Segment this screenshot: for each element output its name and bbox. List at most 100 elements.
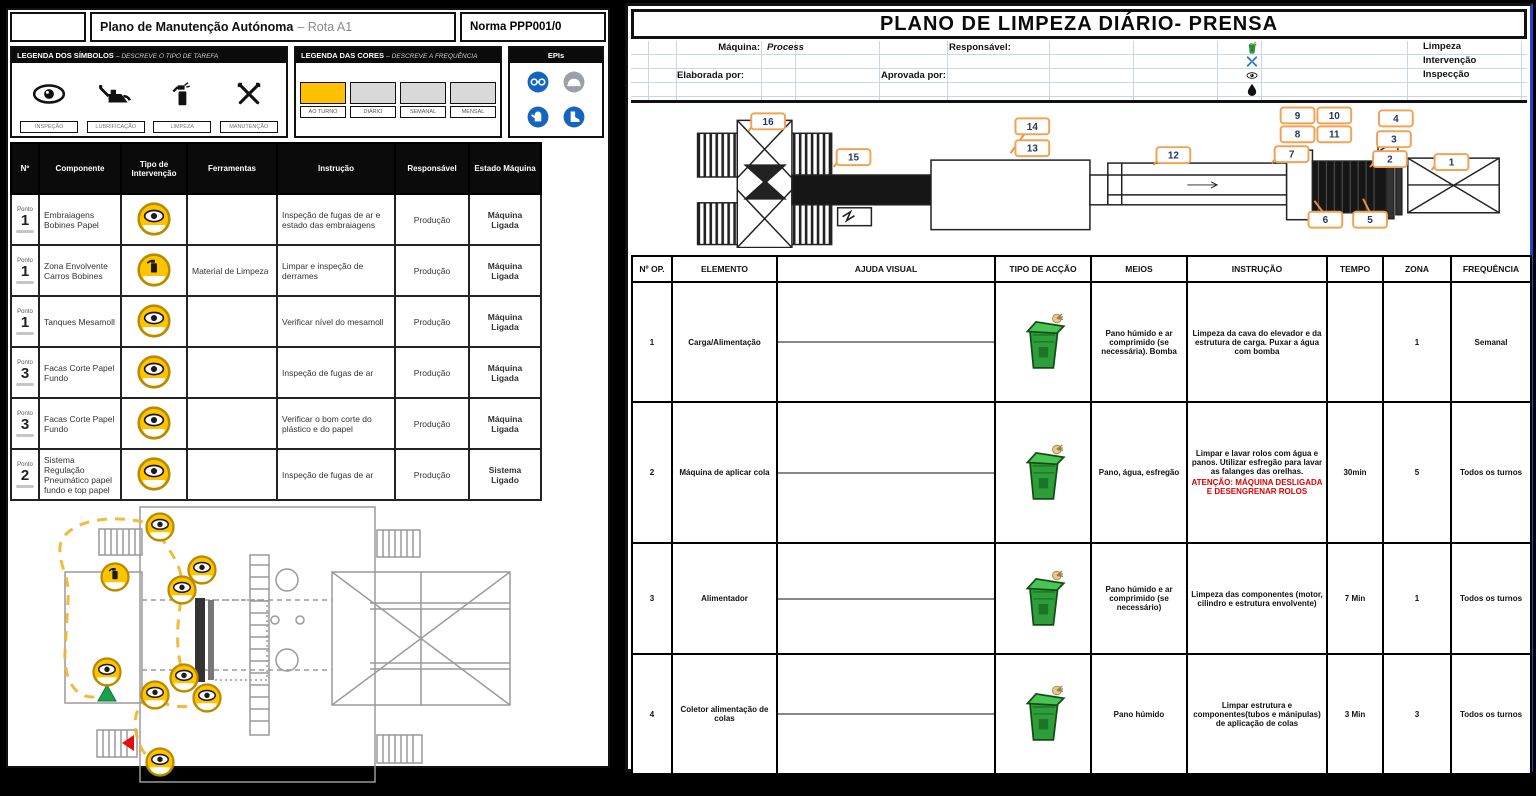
- frequencia-cell: Todos os turnos: [1450, 542, 1532, 655]
- diagram-label-box: [1376, 130, 1412, 149]
- diagram-label-box: [1014, 139, 1051, 158]
- legend-color-item: AO TURNO: [300, 81, 346, 118]
- color-swatch: [450, 81, 496, 104]
- epis-box: EPIs: [508, 46, 604, 138]
- legend-symbol-item: LIMPEZA: [152, 66, 212, 133]
- legend-symbol-item: INSPEÇÃO: [19, 66, 79, 133]
- color-swatch: [350, 81, 396, 104]
- eye-icon: [31, 81, 67, 107]
- responsavel-cell: Produção: [394, 448, 470, 501]
- diagram-label-number: 16: [763, 117, 775, 128]
- diagram-label-number: 7: [1289, 150, 1295, 161]
- diagram-label-box: [1378, 109, 1414, 128]
- diagram-label-box: [1372, 150, 1408, 169]
- zona-cell: 5: [1382, 401, 1452, 544]
- cleaning-plan-document: PLANO DE LIMPEZA DIÁRIO- PRENSA Máquina:…: [625, 3, 1533, 775]
- frequencia-cell: Semanal: [1450, 281, 1532, 403]
- spray-icon: [164, 81, 200, 107]
- diagram-label-number: 9: [1295, 111, 1301, 122]
- legend-color-label: AO TURNO: [300, 105, 346, 118]
- left-doc-title-main: Plano de Manutenção Autónoma: [100, 20, 294, 34]
- tools-icon: [231, 81, 267, 107]
- diagram-label-box: [835, 148, 872, 167]
- estado-maquina-cell: Máquina Ligada: [468, 295, 542, 348]
- eye-icon: [1246, 69, 1258, 82]
- ajuda-visual-cell: [776, 542, 996, 655]
- legend-symbol-item: MANUTENÇÃO: [219, 66, 279, 133]
- legend-symbols-subtitle: – DESCREVE O TIPO DE TAREFA: [115, 53, 219, 60]
- instrucao-cell: Limpar e lavar rolos com água e panos. U…: [1186, 401, 1328, 544]
- inspection-point-badge: [187, 555, 217, 585]
- zona-cell: 1: [1382, 281, 1452, 403]
- ajuda-visual-cell: [776, 281, 996, 403]
- tipo-intervencao-cell: [120, 448, 188, 501]
- helmet-icon: [563, 71, 585, 93]
- instrucao-cell: Limpeza das componentes (motor, cilindro…: [1186, 542, 1328, 655]
- diagram-label-box: [1014, 117, 1051, 136]
- legend-color-item: DIÁRIO: [350, 81, 396, 118]
- diagram-label-number: 4: [1393, 114, 1399, 125]
- maintenance-table-header: Estado Máquina: [468, 142, 542, 195]
- diagram-label-box: [1316, 125, 1353, 144]
- intervention-icon: [1246, 55, 1258, 68]
- ajuda-visual-photo: [778, 597, 994, 600]
- bin-icon: [1017, 682, 1069, 744]
- press-column: [195, 598, 205, 682]
- diagram-label-number: 11: [1329, 130, 1340, 141]
- left-doc-title: Plano de Manutenção Autónoma – Rota A1: [90, 12, 456, 42]
- instrucao-cell: Limpar e inspeção de derrames: [276, 244, 396, 297]
- diagram-label-number: 10: [1329, 111, 1341, 122]
- legend-symbol-item: LUBRIFICAÇÃO: [86, 66, 146, 133]
- zona-cell: 1: [1382, 542, 1452, 655]
- legend-color-label: MENSAL: [450, 105, 496, 118]
- estado-maquina-cell: Máquina Ligada: [468, 397, 542, 450]
- tipo-accao-cell: [994, 401, 1092, 544]
- cleaning-plan-info-grid: Máquina: Process Responsável: Elaborada …: [631, 41, 1527, 103]
- ferramentas-cell: Material de Limpeza: [186, 244, 278, 297]
- eye-badge: [137, 304, 171, 338]
- cleaning-plan-title: PLANO DE LIMPEZA DIÁRIO- PRENSA: [631, 9, 1527, 39]
- elemento-cell: Alimentador: [671, 542, 778, 655]
- goggles-icon: [527, 71, 549, 93]
- tipo-intervencao-cell: [120, 397, 188, 450]
- componente-cell: Facas Corte Papel Fundo: [38, 346, 122, 399]
- tempo-cell: 3 Min: [1326, 653, 1384, 775]
- inspection-point-badge: [145, 747, 175, 777]
- diagram-label-number: 6: [1323, 215, 1329, 226]
- instrucao-cell: Verificar nível do mesamoll: [276, 295, 396, 348]
- op-cell: 3: [631, 542, 673, 655]
- cleaning-table-header: TEMPO: [1326, 255, 1384, 283]
- estado-maquina-cell: Máquina Ligada: [468, 244, 542, 297]
- componente-cell: Embraiagens Bobines Papel: [38, 193, 122, 246]
- bin-icon: [1017, 567, 1069, 629]
- legend-colors-subtitle: – DESCREVE A FREQUÊNCIA: [386, 53, 478, 60]
- inspection-point-badge: [167, 575, 197, 605]
- diagram-label-box: [1279, 106, 1316, 125]
- componente-cell: Zona Envolvente Carros Bobines: [38, 244, 122, 297]
- left-doc-header: Plano de Manutenção Autónoma – Rota A1 N…: [10, 12, 606, 42]
- diagram-label-number: 3: [1391, 135, 1397, 146]
- legend-symbol-label: MANUTENÇÃO: [219, 121, 278, 133]
- left-doc-title-sub: – Rota A1: [297, 20, 353, 34]
- meios-cell: Pano húmido e ar comprimido (se necessár…: [1090, 281, 1188, 403]
- diagram-label-box: [750, 112, 786, 131]
- tipo-intervencao-cell: [120, 346, 188, 399]
- op-cell: 4: [631, 653, 673, 775]
- diagram-label-box: [1316, 106, 1353, 125]
- op-cell: 2: [631, 401, 673, 544]
- componente-cell: Tanques Mesamoll: [38, 295, 122, 348]
- right-legend-label: Intervenção: [1423, 55, 1477, 66]
- legend-symbol-label: LUBRIFICAÇÃO: [86, 121, 145, 133]
- tipo-accao-cell: [994, 653, 1092, 775]
